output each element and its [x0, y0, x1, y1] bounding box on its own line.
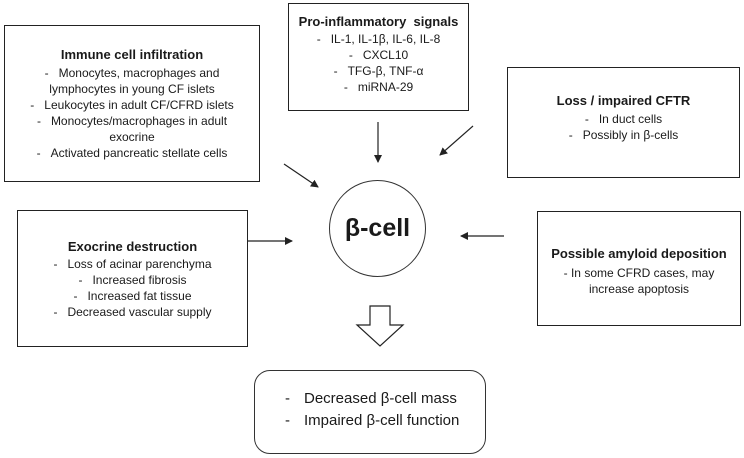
down-block-arrow — [355, 305, 405, 347]
list-item: exocrine — [109, 130, 155, 144]
list-item: increase apoptosis — [588, 282, 690, 296]
proinflammatory-title: Pro-inflammatory signals — [298, 14, 459, 29]
list-item: -Increased fat tissue — [73, 289, 192, 303]
proinflammatory-list: -IL-1, IL-1β, IL-6, IL-8 -CXCL10 -TFG-β,… — [289, 31, 468, 95]
list-item: -Impaired β-cell function — [285, 412, 460, 429]
possible-amyloid-deposition-box: Possible amyloid deposition - In some CF… — [537, 211, 741, 326]
immune-cell-infiltration-box: Immune cell infiltration -Monocytes, mac… — [4, 25, 260, 182]
amyloid-list: - In some CFRD cases, may increase apopt… — [538, 265, 740, 297]
cftr-list: -In duct cells -Possibly in β-cells — [508, 111, 739, 143]
immune-list: -Monocytes, macrophages and lymphocytes … — [5, 65, 259, 161]
beta-cell-node: β-cell — [329, 180, 426, 277]
list-item: - In some CFRD cases, may — [563, 266, 715, 280]
list-item: -IL-1, IL-1β, IL-6, IL-8 — [316, 32, 441, 46]
beta-cell-label: β-cell — [344, 214, 411, 242]
amyloid-title: Possible amyloid deposition — [551, 246, 727, 261]
immune-title: Immune cell infiltration — [60, 47, 204, 62]
list-item: -Monocytes, macrophages and — [44, 66, 220, 80]
list-item: -Possibly in β-cells — [568, 128, 679, 142]
arrow-immune-to-beta — [283, 163, 319, 188]
list-item: -Leukocytes in adult CF/CFRD islets — [30, 98, 234, 112]
list-item: lymphocytes in young CF islets — [49, 82, 215, 96]
list-item: -Increased fibrosis — [78, 273, 187, 287]
exocrine-list: -Loss of acinar parenchyma -Increased fi… — [18, 256, 247, 320]
list-item: -CXCL10 — [348, 48, 409, 62]
list-item: -TFG-β, TNF-α — [333, 64, 424, 78]
list-item: -Activated pancreatic stellate cells — [36, 146, 228, 160]
exocrine-title: Exocrine destruction — [67, 239, 198, 254]
pro-inflammatory-signals-box: Pro-inflammatory signals -IL-1, IL-1β, I… — [288, 3, 469, 111]
loss-impaired-cftr-box: Loss / impaired CFTR -In duct cells -Pos… — [507, 67, 740, 178]
list-item: -miRNA-29 — [343, 80, 414, 94]
list-item: -Loss of acinar parenchyma — [53, 257, 212, 271]
list-item: -Decreased vascular supply — [53, 305, 212, 319]
exocrine-destruction-box: Exocrine destruction -Loss of acinar par… — [17, 210, 248, 347]
outcome-list: -Decreased β-cell mass -Impaired β-cell … — [255, 388, 485, 432]
list-item: -Monocytes/macrophages in adult — [36, 114, 228, 128]
cftr-title: Loss / impaired CFTR — [556, 93, 691, 108]
outcome-box: -Decreased β-cell mass -Impaired β-cell … — [254, 370, 486, 454]
arrow-cftr-to-beta — [439, 125, 474, 156]
list-item: -In duct cells — [584, 112, 663, 126]
list-item: -Decreased β-cell mass — [285, 390, 457, 407]
